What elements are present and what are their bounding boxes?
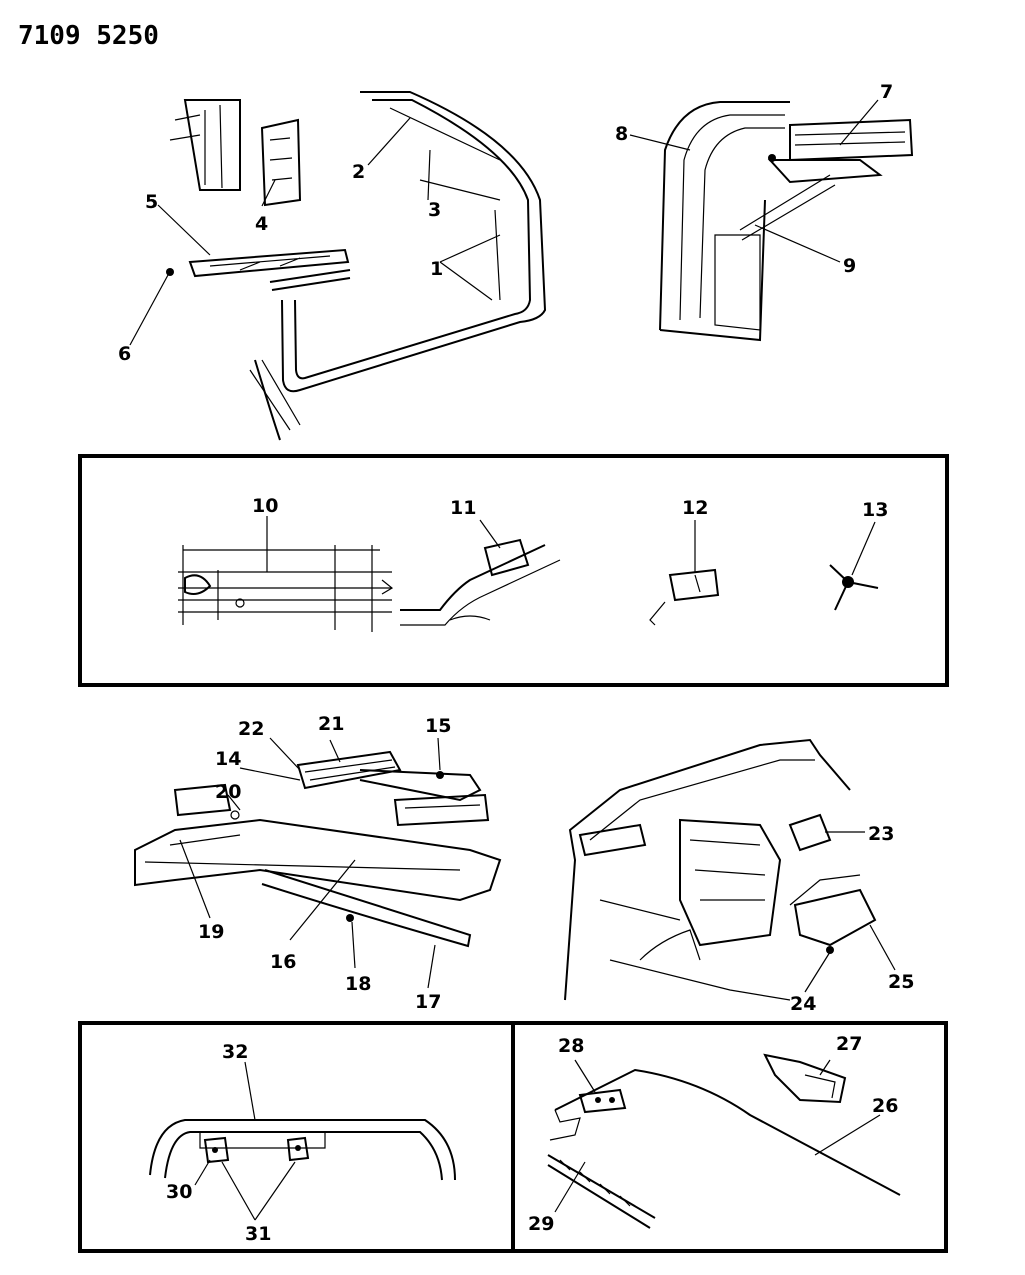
leaders-mid-left	[179, 737, 441, 989]
callout-8: 8	[615, 123, 628, 145]
callout-2: 2	[352, 161, 365, 183]
callout-9: 9	[843, 255, 856, 277]
callout-18: 18	[345, 973, 371, 995]
detail-32	[149, 1119, 456, 1181]
detail-10	[178, 545, 394, 632]
callout-6: 6	[118, 343, 131, 365]
callout-24: 24	[790, 993, 816, 1015]
roof-rail-assembly	[134, 750, 502, 948]
callout-22: 22	[238, 718, 264, 740]
callout-15: 15	[425, 715, 451, 737]
detail-box-bow	[78, 1021, 515, 1253]
interior-corner-assembly	[564, 738, 877, 1001]
callout-1: 1	[430, 258, 443, 280]
callout-23: 23	[868, 823, 894, 845]
pillar-assembly	[659, 101, 914, 342]
detail-13	[829, 564, 879, 611]
callout-7: 7	[880, 81, 893, 103]
callout-4: 4	[255, 213, 268, 235]
callout-16: 16	[270, 951, 296, 973]
callout-28: 28	[558, 1035, 584, 1057]
callout-27: 27	[836, 1033, 862, 1055]
detail-12	[649, 568, 720, 626]
callout-10: 10	[252, 495, 278, 517]
callout-30: 30	[166, 1181, 192, 1203]
callout-5: 5	[145, 191, 158, 213]
callout-14: 14	[215, 748, 241, 770]
callout-3: 3	[428, 199, 441, 221]
callout-21: 21	[318, 713, 344, 735]
callout-25: 25	[888, 971, 914, 993]
detail-box-panel	[511, 1021, 948, 1253]
callout-19: 19	[198, 921, 224, 943]
callout-17: 17	[415, 991, 441, 1013]
callout-11: 11	[450, 497, 476, 519]
callout-13: 13	[862, 499, 888, 521]
leaders-top-right	[629, 99, 879, 263]
callout-32: 32	[222, 1041, 248, 1063]
callout-20: 20	[215, 781, 241, 803]
door-frame-assembly	[166, 91, 547, 441]
callout-31: 31	[245, 1223, 271, 1245]
callout-12: 12	[682, 497, 708, 519]
detail-box-fasteners	[78, 454, 949, 687]
detail-26	[547, 1053, 901, 1229]
diagram-code: 7109 5250	[18, 21, 159, 51]
leaders-box-panel	[554, 1059, 881, 1213]
leaders-box-bow	[194, 1061, 296, 1221]
leaders-mid-right	[804, 831, 896, 993]
callout-29: 29	[528, 1213, 554, 1235]
detail-11	[400, 538, 561, 626]
leaders-top-left	[129, 117, 501, 346]
callout-26: 26	[872, 1095, 898, 1117]
